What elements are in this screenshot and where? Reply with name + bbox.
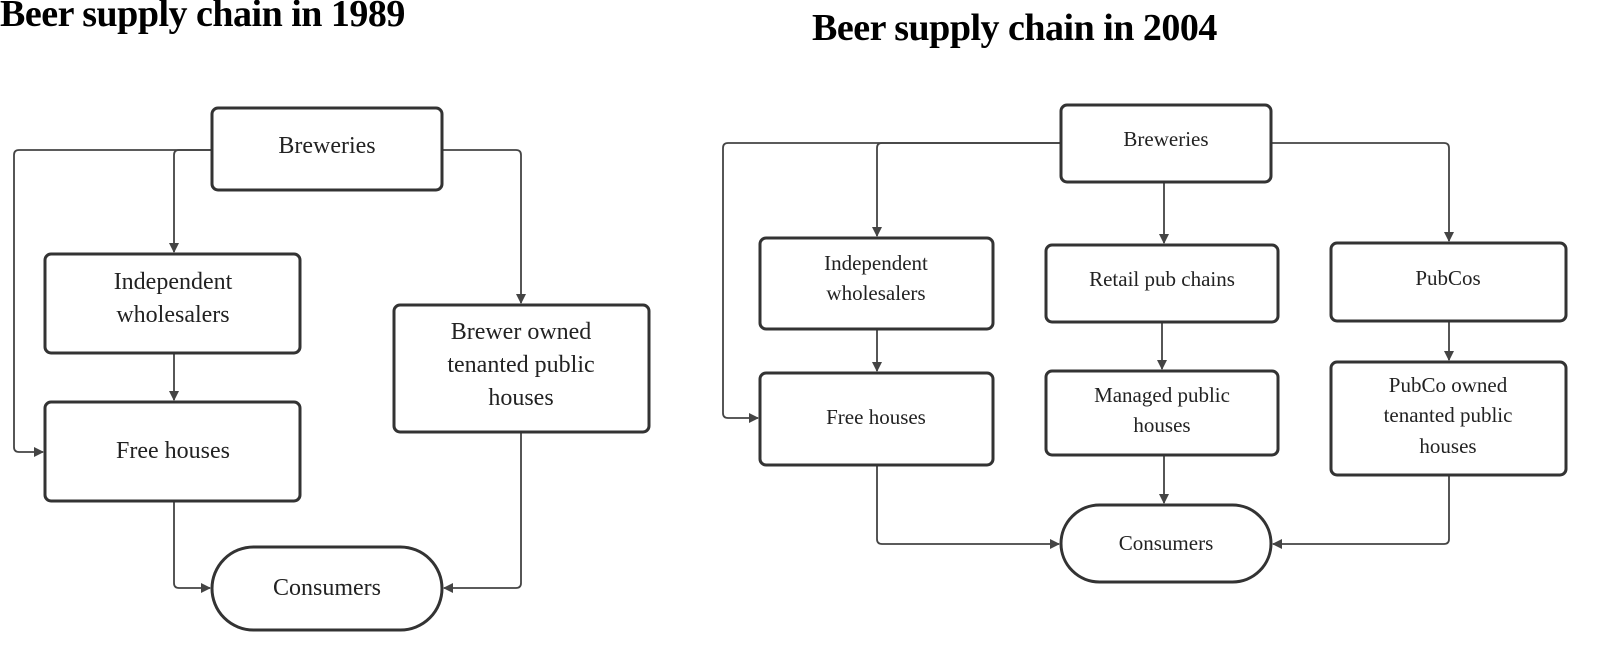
node-free-houses-2004: Free houses [758, 371, 995, 467]
node-label: Managed public [1094, 383, 1230, 407]
node-label: houses [1419, 434, 1476, 458]
diagram-1989: Breweries Independent wholesalers Free h… [13, 106, 651, 632]
node-consumers-2004: Consumers [1059, 503, 1273, 584]
node-label: Consumers [273, 575, 381, 601]
node-free-houses-1989: Free houses [43, 400, 302, 503]
node-breweries-1989: Breweries [210, 106, 444, 192]
node-label: Consumers [1119, 531, 1214, 555]
title-1989: Beer supply chain in 1989 [0, 0, 405, 35]
node-label: Breweries [278, 133, 375, 159]
edge-breweries-to-pubcos-2004 [1271, 142, 1454, 242]
edge-free-houses-to-consumers-2004 [876, 465, 1060, 549]
edge-breweries-to-brewer-owned-1989 [442, 149, 526, 304]
node-retail-chains-2004: Retail pub chains [1044, 243, 1280, 324]
node-wholesalers-2004: Independent wholesalers [758, 236, 995, 331]
node-pubco-owned-2004: PubCo owned tenanted public houses [1329, 360, 1568, 477]
edge-free-houses-to-consumers-1989 [173, 501, 211, 593]
node-label: Brewer owned [451, 319, 592, 345]
node-label: wholesalers [826, 281, 925, 305]
edge-pubco-owned-to-consumers-2004 [1272, 475, 1450, 549]
node-label: PubCos [1415, 266, 1480, 290]
node-label: Free houses [826, 405, 926, 429]
node-label: PubCo owned [1389, 373, 1508, 397]
node-brewer-owned-1989: Brewer owned tenanted public houses [392, 303, 651, 434]
node-label: tenanted public [447, 352, 594, 378]
edge-breweries-to-free-houses-1989 [13, 149, 212, 457]
node-label: Free houses [116, 438, 230, 464]
node-pubcos-2004: PubCos [1329, 241, 1568, 323]
diagram-2004: Breweries Independent wholesalers Retail… [722, 103, 1568, 584]
title-2004: Beer supply chain in 2004 [812, 7, 1217, 49]
node-breweries-2004: Breweries [1059, 103, 1273, 184]
node-label: houses [1133, 413, 1190, 437]
node-label: wholesalers [116, 302, 229, 328]
node-label: houses [488, 385, 553, 411]
node-label: Independent [824, 251, 928, 275]
node-label: Independent [114, 269, 233, 295]
edge-breweries-to-wholesalers-1989 [169, 149, 212, 253]
edge-brewer-owned-to-consumers-1989 [443, 432, 522, 593]
edge-breweries-to-wholesalers-2004 [872, 142, 1061, 237]
node-label: tenanted public [1384, 403, 1513, 427]
node-label: Retail pub chains [1089, 267, 1235, 291]
node-managed-2004: Managed public houses [1044, 369, 1280, 457]
node-consumers-1989: Consumers [210, 545, 444, 632]
node-wholesalers-1989: Independent wholesalers [43, 252, 302, 355]
edge-breweries-to-free-houses-2004 [722, 142, 1061, 423]
node-label: Breweries [1123, 127, 1208, 151]
